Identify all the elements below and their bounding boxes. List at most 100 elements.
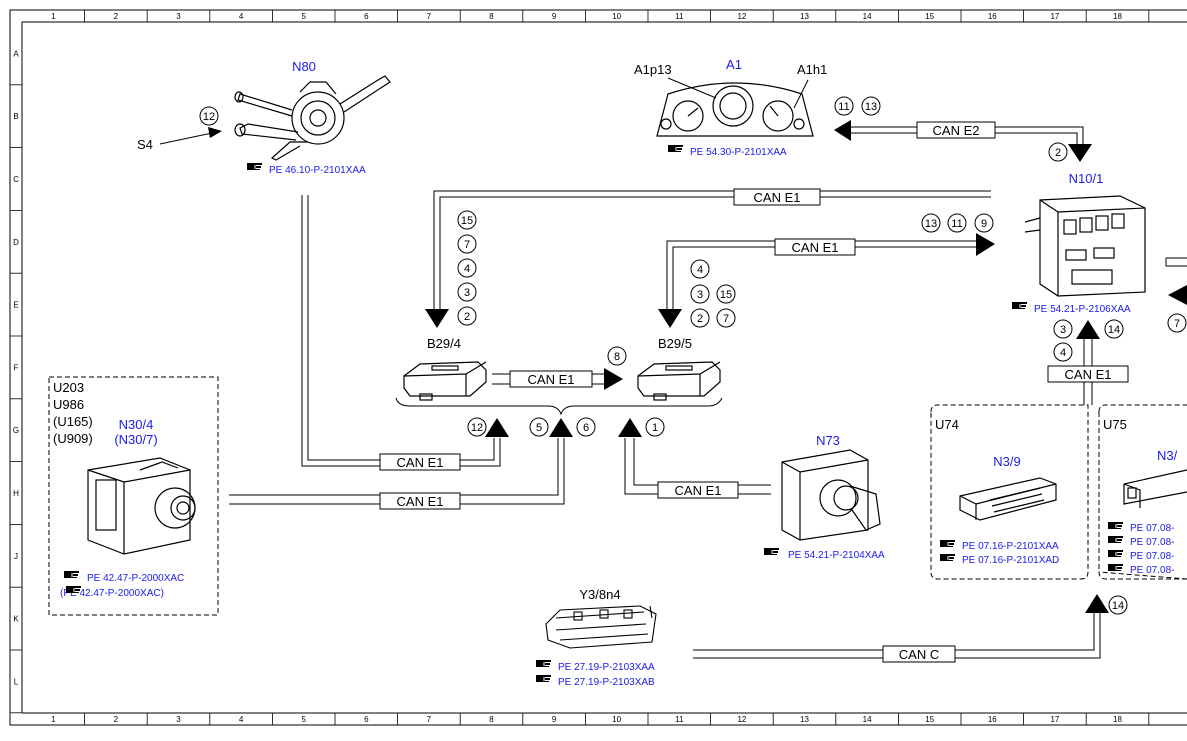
svg-text:12: 12 bbox=[471, 422, 483, 434]
column-number: 1 bbox=[51, 12, 56, 21]
arrow-b29-4-to-b29-5 bbox=[604, 368, 623, 390]
column-number: 3 bbox=[176, 12, 181, 21]
column-number: 6 bbox=[364, 715, 369, 724]
steering-switch-drawing bbox=[234, 75, 391, 161]
n3-10-ref-3: PE 07.08- bbox=[1130, 551, 1174, 562]
n30-variant-2: U986 bbox=[53, 397, 84, 412]
n3-10-code: N3/ bbox=[1157, 448, 1178, 463]
callout-n10-in: 2 bbox=[1048, 142, 1068, 162]
svg-text:14: 14 bbox=[1108, 324, 1120, 336]
a1h1-label: A1h1 bbox=[797, 62, 827, 77]
callout-n10-14: 14 bbox=[1104, 319, 1124, 339]
b29-4-code: B29/4 bbox=[427, 336, 461, 351]
svg-text:5: 5 bbox=[536, 422, 542, 434]
column-number: 17 bbox=[1050, 715, 1059, 724]
n10-1-code: N10/1 bbox=[1069, 171, 1104, 186]
callout-n10-9: 9 bbox=[974, 213, 994, 233]
column-number: 18 bbox=[1113, 715, 1122, 724]
callout-b4-to-b5: 8 bbox=[607, 346, 627, 366]
svg-text:CAN E1: CAN E1 bbox=[754, 190, 801, 205]
svg-text:14: 14 bbox=[1112, 600, 1124, 612]
column-number: 10 bbox=[612, 715, 621, 724]
n30-variant-4: (U909) bbox=[53, 431, 93, 446]
column-number: 9 bbox=[552, 12, 557, 21]
n3-10-ref-4: PE 07.08- bbox=[1130, 565, 1174, 576]
column-number: 11 bbox=[675, 12, 684, 21]
svg-text:CAN E1: CAN E1 bbox=[528, 372, 575, 387]
callout-b4-3: 3 bbox=[457, 282, 477, 302]
can-e1-label-top: CAN E1 bbox=[733, 188, 821, 206]
n30-4-dashed-box bbox=[48, 376, 219, 616]
callout-n10-3: 3 bbox=[1053, 319, 1073, 339]
row-letter: C bbox=[13, 175, 19, 184]
s4-label: S4 bbox=[137, 137, 153, 152]
n3-10-ref-1: PE 07.08- bbox=[1130, 523, 1174, 534]
column-number: 15 bbox=[925, 715, 934, 724]
callouts: 11 13 2 15 7 4 3 2 13 11 9 4 3 15 2 7 8 … bbox=[199, 96, 1187, 615]
svg-text:4: 4 bbox=[1060, 347, 1066, 359]
y3-8n4-component: Y3/8n4 PE 27.19-P-2103XAA PE 27.19-P-210… bbox=[536, 587, 657, 688]
svg-text:4: 4 bbox=[464, 263, 470, 275]
n3-10-ref-2: PE 07.08- bbox=[1130, 537, 1174, 548]
row-letter: E bbox=[13, 301, 18, 310]
row-letter: D bbox=[13, 238, 19, 247]
svg-text:CAN C: CAN C bbox=[899, 647, 939, 662]
column-number: 7 bbox=[427, 12, 432, 21]
column-number: 9 bbox=[552, 715, 557, 724]
arrow-to-n10-right bbox=[976, 233, 995, 256]
callout-b5-4: 4 bbox=[690, 259, 710, 279]
callout-n30-6: 6 bbox=[576, 417, 596, 437]
n30-ref-2: (PE 42.47-P-2000XAC) bbox=[60, 588, 164, 599]
svg-text:8: 8 bbox=[614, 351, 620, 363]
column-number: 17 bbox=[1050, 12, 1059, 21]
arrow-up-n73 bbox=[618, 418, 642, 437]
svg-text:15: 15 bbox=[461, 215, 473, 227]
n80-component: N80 S4 PE 46.10-P-2101XAA bbox=[137, 59, 391, 176]
column-number: 4 bbox=[239, 12, 244, 21]
svg-text:7: 7 bbox=[464, 239, 470, 251]
u75-dashed-box bbox=[1098, 404, 1187, 580]
a1p13-label: A1p13 bbox=[634, 62, 672, 77]
column-number: 12 bbox=[737, 12, 746, 21]
arrow-up-u75 bbox=[1085, 594, 1109, 613]
callout-b5-3: 3 bbox=[690, 284, 710, 304]
column-number: 11 bbox=[675, 715, 684, 724]
callout-b4-7: 7 bbox=[457, 234, 477, 254]
callout-b4-4: 4 bbox=[457, 258, 477, 278]
can-e1-label-n80: CAN E1 bbox=[379, 453, 461, 471]
n30-7-code: (N30/7) bbox=[114, 432, 157, 447]
column-number: 1 bbox=[51, 715, 56, 724]
svg-text:9: 9 bbox=[981, 218, 987, 230]
row-letter: G bbox=[13, 426, 19, 435]
row-letter: J bbox=[14, 552, 18, 561]
callout-b4-15: 15 bbox=[457, 210, 477, 230]
column-number: 5 bbox=[301, 12, 306, 21]
svg-text:3: 3 bbox=[697, 289, 703, 301]
column-number: 16 bbox=[988, 12, 997, 21]
can-e1-label-n30: CAN E1 bbox=[379, 492, 461, 510]
column-number: 7 bbox=[427, 715, 432, 724]
callout-n30-5: 5 bbox=[529, 417, 549, 437]
can-c-label: CAN C bbox=[882, 645, 956, 663]
svg-text:13: 13 bbox=[925, 218, 937, 230]
row-letter: H bbox=[13, 489, 19, 498]
a1-ref: PE 54.30-P-2101XAA bbox=[690, 147, 787, 158]
column-number: 13 bbox=[800, 12, 809, 21]
arrow-to-b29-5 bbox=[658, 309, 682, 328]
svg-text:CAN E2: CAN E2 bbox=[933, 123, 980, 138]
svg-text:13: 13 bbox=[865, 101, 877, 113]
svg-text:CAN E1: CAN E1 bbox=[675, 483, 722, 498]
svg-text:3: 3 bbox=[1060, 324, 1066, 336]
valve-body-drawing bbox=[545, 605, 657, 649]
column-number: 14 bbox=[863, 12, 872, 21]
callout-right-7: 7 bbox=[1167, 313, 1187, 333]
column-number: 6 bbox=[364, 12, 369, 21]
row-letter: K bbox=[13, 615, 19, 624]
arrow-right-edge bbox=[1168, 285, 1187, 305]
svg-text:15: 15 bbox=[720, 289, 732, 301]
column-number: 2 bbox=[114, 715, 119, 724]
esp-unit-drawing bbox=[87, 457, 196, 555]
callout-a1-11: 11 bbox=[834, 96, 854, 116]
n30-variant-1: U203 bbox=[53, 380, 84, 395]
